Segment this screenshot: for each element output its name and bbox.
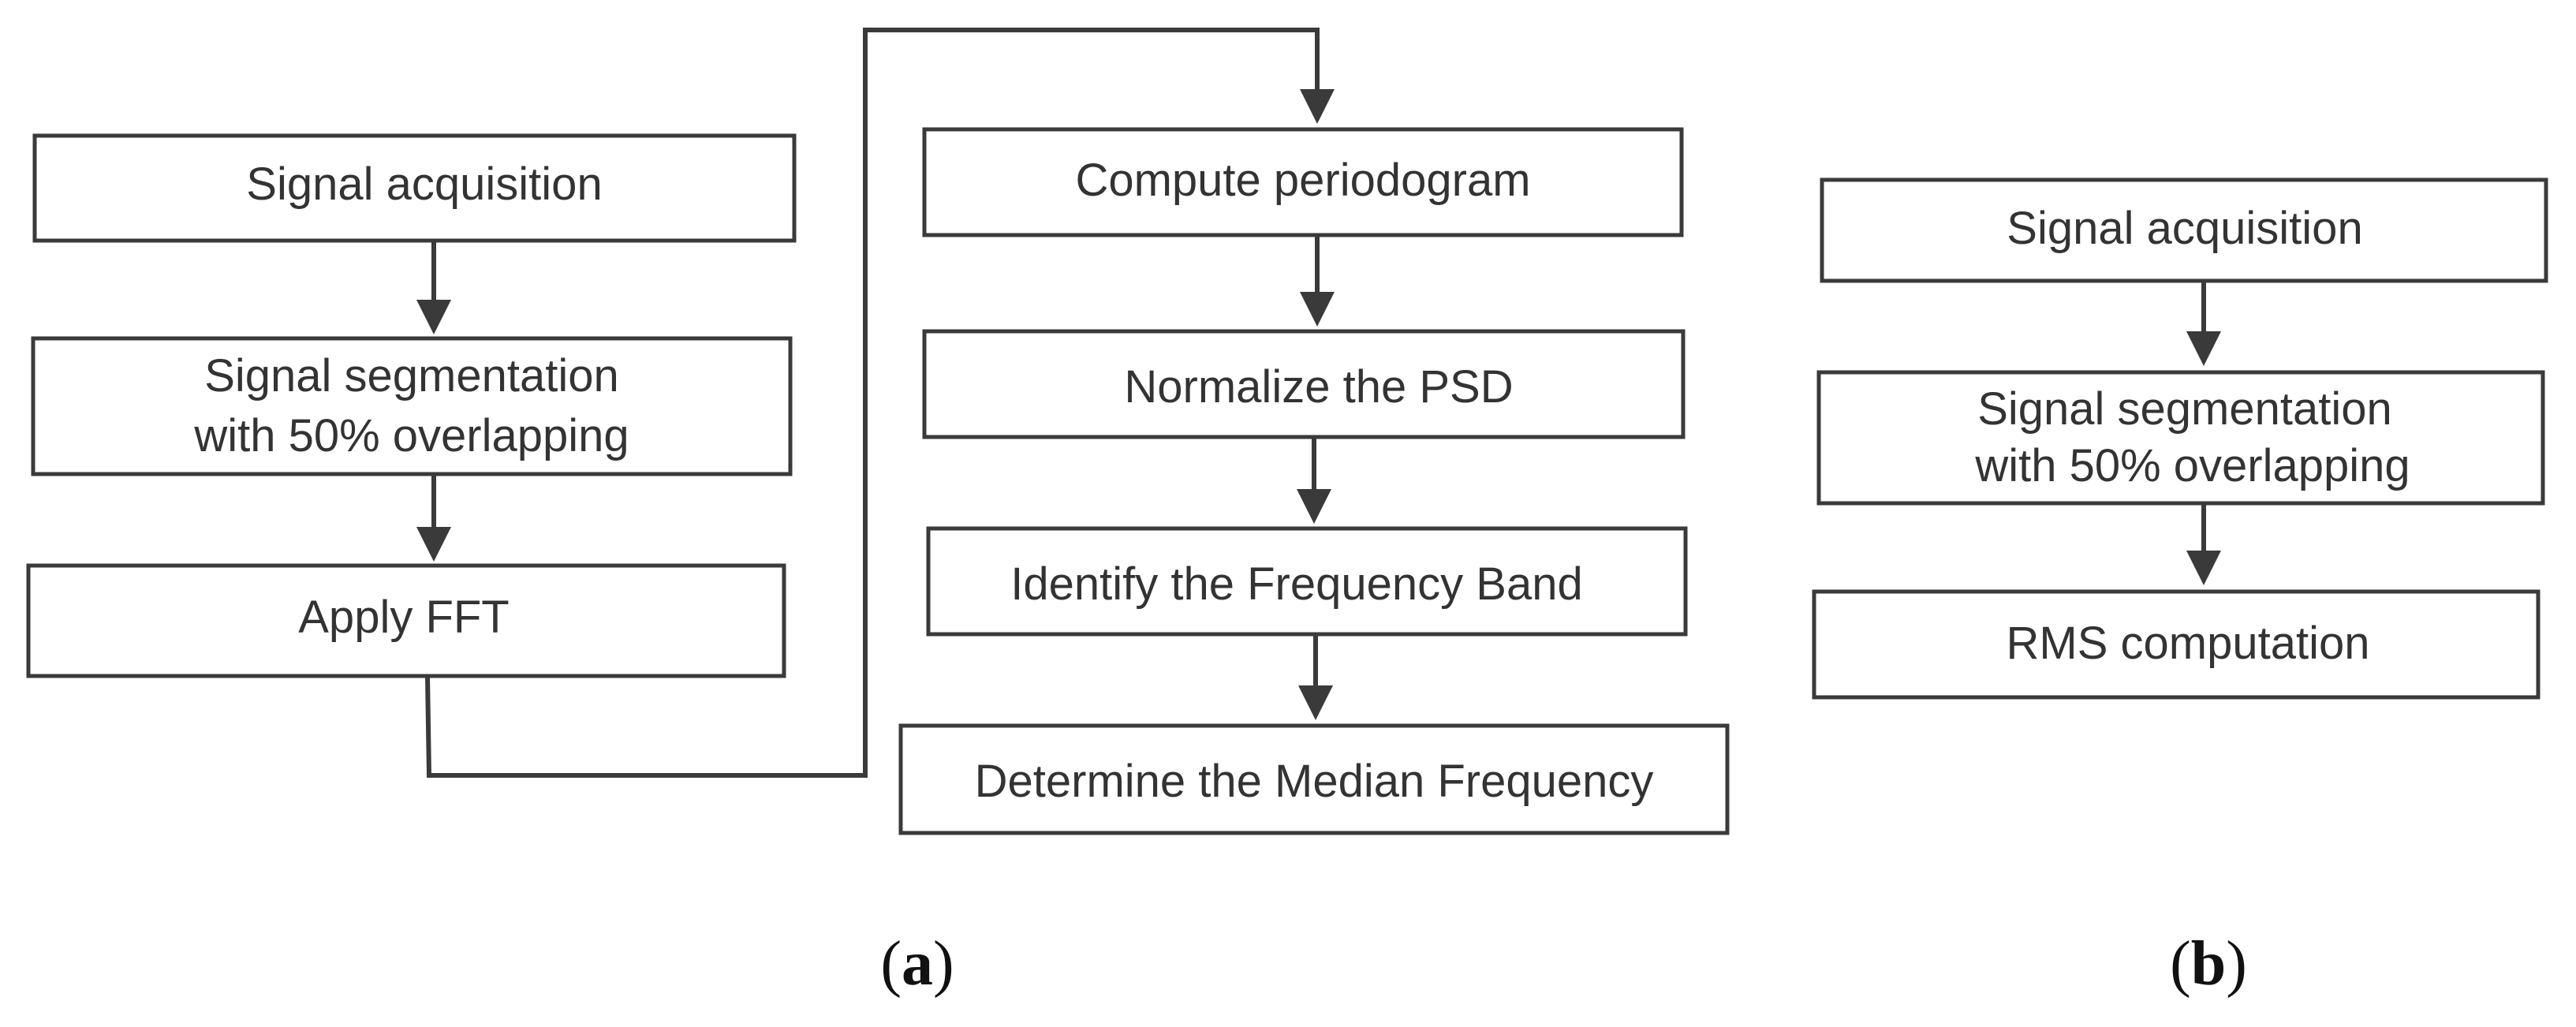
box-a-apply-fft-label: Apply FFT	[298, 592, 510, 643]
box-a-compute-periodogram: Compute periodogram	[922, 127, 1684, 237]
arrowhead-a-1	[416, 300, 451, 334]
box-b-signal-segmentation-line1: Signal segmentation	[1977, 383, 2392, 435]
panel-label-a-close: )	[933, 929, 954, 999]
arrowhead-a-4	[1300, 292, 1335, 327]
arrowhead-b-2	[2186, 551, 2221, 585]
panel-label-b-letter: b	[2191, 929, 2227, 999]
box-a-identify-frequency-band-label: Identify the Frequency Band	[1010, 558, 1582, 610]
box-a-signal-segmentation-line1: Signal segmentation	[204, 350, 619, 401]
box-b-signal-segmentation-line2: with 50% overlapping	[1974, 440, 2410, 491]
panel-label-b: (b)	[2170, 929, 2247, 999]
box-a-median-frequency-label: Determine the Median Frequency	[975, 756, 1654, 807]
panel-label-a: (a)	[880, 929, 954, 999]
box-b-signal-segmentation: Signal segmentation with 50% overlapping	[1816, 370, 2545, 506]
box-a-signal-acquisition: Signal acquisition	[32, 133, 797, 243]
box-a-apply-fft: Apply FFT	[26, 563, 786, 678]
box-a-signal-segmentation-line2: with 50% overlapping	[193, 410, 629, 461]
box-a-normalize-psd-label: Normalize the PSD	[1124, 361, 1513, 413]
arrowhead-a-3	[1300, 89, 1335, 124]
box-a-normalize-psd: Normalize the PSD	[922, 329, 1686, 439]
panel-label-a-letter: a	[902, 929, 933, 999]
arrowhead-a-6	[1298, 685, 1333, 720]
panel-label-b-open: (	[2170, 929, 2191, 999]
panel-label-b-close: )	[2226, 929, 2247, 999]
box-b-signal-acquisition-label: Signal acquisition	[2007, 203, 2362, 254]
box-a-signal-acquisition-label: Signal acquisition	[246, 159, 602, 210]
arrowhead-a-5	[1297, 489, 1331, 524]
box-a-median-frequency: Determine the Median Frequency	[898, 723, 1730, 835]
panel-label-a-open: (	[880, 929, 902, 999]
connector-a-fft-to-periodogram	[425, 28, 1320, 778]
box-b-signal-acquisition: Signal acquisition	[1820, 177, 2548, 283]
box-a-compute-periodogram-label: Compute periodogram	[1075, 155, 1530, 206]
box-b-rms-computation: RMS computation	[1812, 589, 2541, 700]
box-a-identify-frequency-band: Identify the Frequency Band	[926, 526, 1688, 637]
box-a-signal-segmentation: Signal segmentation with 50% overlapping	[31, 336, 793, 476]
arrowhead-b-1	[2186, 331, 2221, 366]
box-b-rms-computation-label: RMS computation	[2007, 618, 2370, 669]
arrowhead-a-2	[416, 527, 451, 562]
